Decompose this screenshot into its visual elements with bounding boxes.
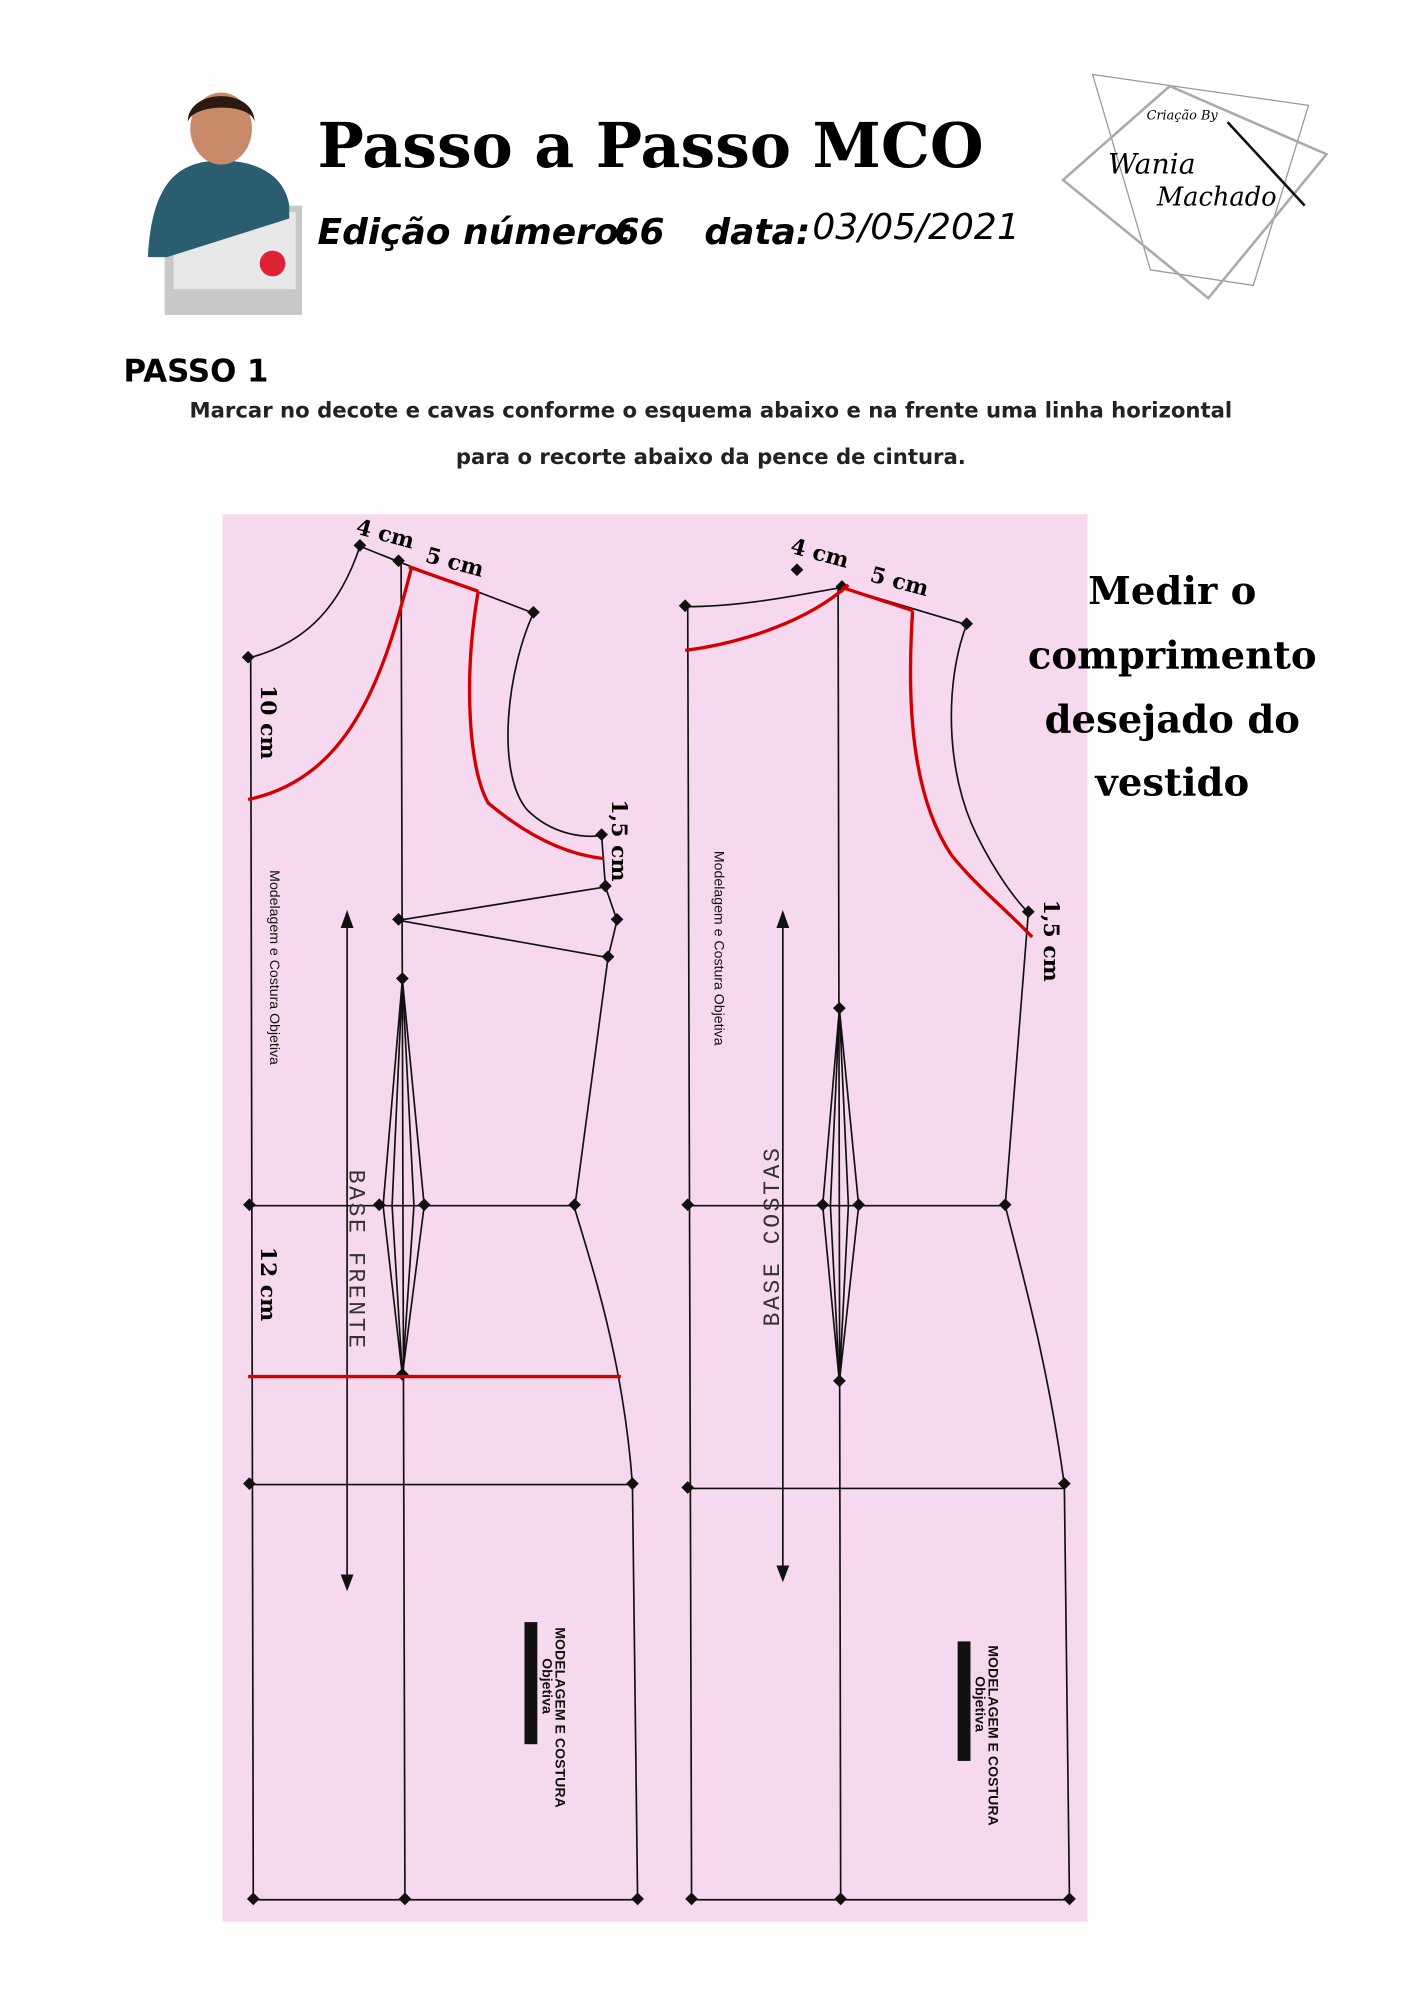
back-stamp: MODELAGEM E COSTURA Objetiva — [957, 1641, 1001, 1826]
note-line: comprimento — [1028, 633, 1317, 678]
stamp-text: MODELAGEM E COSTURA — [985, 1645, 1001, 1826]
logo-tagline: Criação By — [1147, 109, 1219, 124]
note-line: desejado do — [1045, 698, 1300, 743]
note: Medir o comprimento desejado do vestido — [1028, 569, 1317, 806]
stamp-text: Objetiva — [539, 1658, 555, 1714]
front-base-label: BASE FRENTE — [343, 1170, 369, 1351]
back-label-1-5cm: 1,5 cm — [1038, 900, 1064, 982]
front-armhole-marking — [467, 590, 605, 861]
instruction-line-2: para o recorte abaixo da pence de cintur… — [456, 444, 966, 469]
date-label: data: — [704, 212, 810, 253]
logo-name-last: Machado — [1156, 183, 1277, 213]
front-stamp: MODELAGEM E COSTURA Objetiva — [524, 1622, 568, 1808]
page-title: Passo a Passo MCO — [318, 109, 984, 182]
front-label-12cm: 12 cm — [255, 1247, 281, 1321]
author-photo — [147, 92, 303, 315]
note-line: vestido — [1094, 761, 1249, 806]
brand-logo: Criação By Wania Machado — [1061, 73, 1329, 301]
note-line: Medir o — [1088, 569, 1256, 614]
back-bodice-pattern: 4 cm 5 cm 1,5 cm BASE COSTAS Modelagem e… — [678, 533, 1076, 1906]
front-watermark: Modelagem e Costura Objetiva — [267, 870, 283, 1065]
date-value: 03/05/2021 — [812, 207, 1019, 248]
stamp-text: Objetiva — [973, 1676, 989, 1732]
instruction-line-1: Marcar no decote e cavas conforme o esqu… — [190, 398, 1233, 423]
logo-name-first: Wania — [1108, 148, 1196, 181]
edition-label: Edição número: — [318, 212, 633, 253]
pattern-sheet — [222, 514, 1088, 1922]
front-neckline-marking — [247, 567, 413, 802]
back-neckline-marking — [684, 583, 850, 653]
edition-number: 66 — [614, 212, 664, 253]
front-bodice-pattern: 4 cm 5 cm 10 cm 1,5 cm 12 cm BASE FRENTE… — [241, 514, 644, 1906]
back-base-label: BASE COSTAS — [760, 1146, 786, 1327]
front-label-10cm: 10 cm — [255, 685, 281, 759]
back-armhole-marking — [908, 610, 1034, 939]
back-watermark: Modelagem e Costura Objetiva — [712, 851, 728, 1046]
step-title: PASSO 1 — [123, 354, 268, 390]
stamp-text: MODELAGEM E COSTURA — [552, 1627, 568, 1807]
front-label-1-5cm: 1,5 cm — [606, 799, 632, 881]
